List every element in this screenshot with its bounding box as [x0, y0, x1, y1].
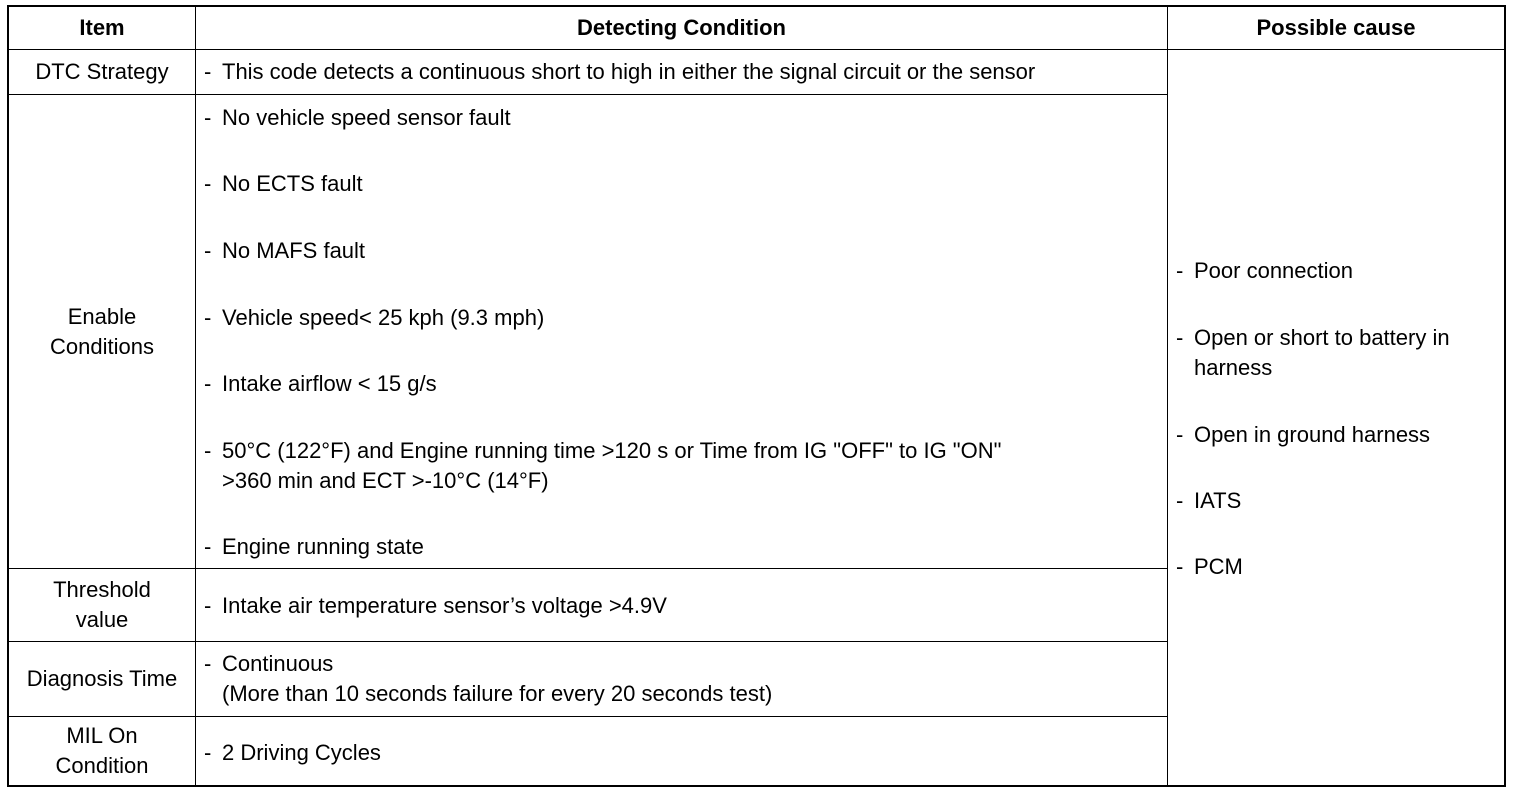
row-divider — [9, 568, 1168, 569]
condition-text: No MAFS fault — [222, 238, 366, 263]
bullet-dash: - — [204, 371, 212, 396]
bullet-dash: - — [204, 59, 212, 84]
item-label: MIL On — [66, 723, 138, 748]
condition-text: 50°C (122°F) and Engine running time >12… — [222, 438, 1002, 463]
bullet-dash: - — [1176, 325, 1184, 350]
cause-line-continued: harness — [1176, 353, 1272, 383]
item-cell-mil-on-condition: MIL On Condition — [9, 717, 195, 785]
possible-cause-cell: - Poor connection - Open or short to bat… — [1176, 50, 1502, 785]
condition-line-continued: >360 min and ECT >-10°C (14°F) — [204, 466, 549, 496]
cause-text: IATS — [1194, 488, 1242, 513]
item-label: Conditions — [50, 333, 154, 359]
bullet-dash: - — [204, 593, 212, 618]
cause-line: - Poor connection — [1176, 256, 1353, 286]
bullet-dash: - — [1176, 488, 1184, 513]
condition-line: - Intake airflow < 15 g/s — [204, 369, 437, 399]
condition-text: Continuous — [222, 651, 334, 676]
cause-text: harness — [1194, 355, 1273, 380]
header-divider — [9, 49, 1504, 50]
column-divider — [195, 7, 196, 785]
condition-text: 2 Driving Cycles — [222, 740, 381, 765]
header-possible-cause: Possible cause — [1168, 7, 1504, 49]
condition-line: - No MAFS fault — [204, 236, 365, 266]
diagnostic-table: Item Detecting Condition Possible cause … — [7, 5, 1506, 787]
cause-line: - Open in ground harness — [1176, 420, 1430, 450]
header-detecting-condition: Detecting Condition — [196, 7, 1167, 49]
condition-text: Engine running state — [222, 534, 424, 559]
condition-line: - This code detects a continuous short t… — [204, 57, 1035, 87]
bullet-dash: - — [204, 651, 212, 676]
cause-line: - Open or short to battery in — [1176, 323, 1450, 353]
item-label: DTC Strategy — [35, 59, 169, 84]
bullet-dash: - — [204, 740, 212, 765]
header-item: Item — [9, 7, 195, 49]
condition-text: No ECTS fault — [222, 171, 363, 196]
item-label: Threshold — [53, 577, 151, 602]
header-possible-cause-text: Possible cause — [1256, 15, 1416, 40]
item-cell-threshold-value: Threshold value — [9, 569, 195, 641]
condition-text: Intake air temperature sensor’s voltage … — [222, 593, 667, 618]
column-divider — [1167, 7, 1168, 785]
condition-text: Vehicle speed< 25 kph (9.3 mph) — [222, 305, 545, 330]
condition-text: >360 min and ECT >-10°C (14°F) — [222, 468, 549, 493]
bullet-dash: - — [1176, 422, 1184, 447]
condition-line-continued: (More than 10 seconds failure for every … — [204, 679, 772, 709]
condition-line: - No vehicle speed sensor fault — [204, 103, 511, 133]
condition-line: - No ECTS fault — [204, 169, 363, 199]
bullet-dash: - — [1176, 554, 1184, 579]
bullet-dash: - — [204, 105, 212, 130]
cause-line: - PCM — [1176, 552, 1243, 582]
condition-cell-threshold-value: - Intake air temperature sensor’s voltag… — [204, 569, 1164, 641]
item-label: Diagnosis Time — [26, 666, 178, 691]
condition-text: This code detects a continuous short to … — [222, 59, 1036, 84]
condition-text: (More than 10 seconds failure for every … — [222, 681, 773, 706]
row-divider — [9, 641, 1168, 642]
cause-text: Open in ground harness — [1194, 422, 1431, 447]
condition-cell-enable-conditions: - No vehicle speed sensor fault - No ECT… — [204, 95, 1164, 568]
condition-line: - Engine running state — [204, 532, 424, 562]
row-divider — [9, 94, 1168, 95]
header-detecting-condition-text: Detecting Condition — [577, 15, 786, 40]
condition-line: - Continuous — [204, 649, 333, 679]
item-label: Enable — [67, 303, 137, 329]
bullet-dash: - — [1176, 258, 1184, 283]
item-cell-enable-conditions: Enable Conditions — [9, 95, 195, 568]
bullet-dash: - — [204, 534, 212, 559]
cause-text: Poor connection — [1194, 258, 1353, 283]
condition-text: Intake airflow < 15 g/s — [222, 371, 437, 396]
condition-cell-dtc-strategy: - This code detects a continuous short t… — [204, 50, 1164, 94]
condition-cell-diagnosis-time: - Continuous (More than 10 seconds failu… — [204, 642, 1164, 716]
condition-text: No vehicle speed sensor fault — [222, 105, 511, 130]
bullet-dash: - — [204, 438, 212, 463]
cause-line: - IATS — [1176, 486, 1241, 516]
bullet-dash: - — [204, 238, 212, 263]
item-cell-diagnosis-time: Diagnosis Time — [9, 642, 195, 716]
bullet-dash: - — [204, 305, 212, 330]
condition-line: - 50°C (122°F) and Engine running time >… — [204, 436, 1001, 466]
item-cell-dtc-strategy: DTC Strategy — [9, 50, 195, 94]
condition-line: - 2 Driving Cycles — [204, 738, 381, 768]
item-label: value — [75, 607, 129, 632]
cause-text: PCM — [1194, 554, 1243, 579]
bullet-dash: - — [204, 171, 212, 196]
cause-text: Open or short to battery in — [1194, 325, 1450, 350]
condition-line: - Intake air temperature sensor’s voltag… — [204, 591, 667, 621]
condition-line: - Vehicle speed< 25 kph (9.3 mph) — [204, 303, 544, 333]
condition-cell-mil-on-condition: - 2 Driving Cycles — [204, 717, 1164, 785]
item-label: Condition — [55, 753, 149, 778]
row-divider — [9, 716, 1168, 717]
header-item-text: Item — [79, 15, 125, 40]
